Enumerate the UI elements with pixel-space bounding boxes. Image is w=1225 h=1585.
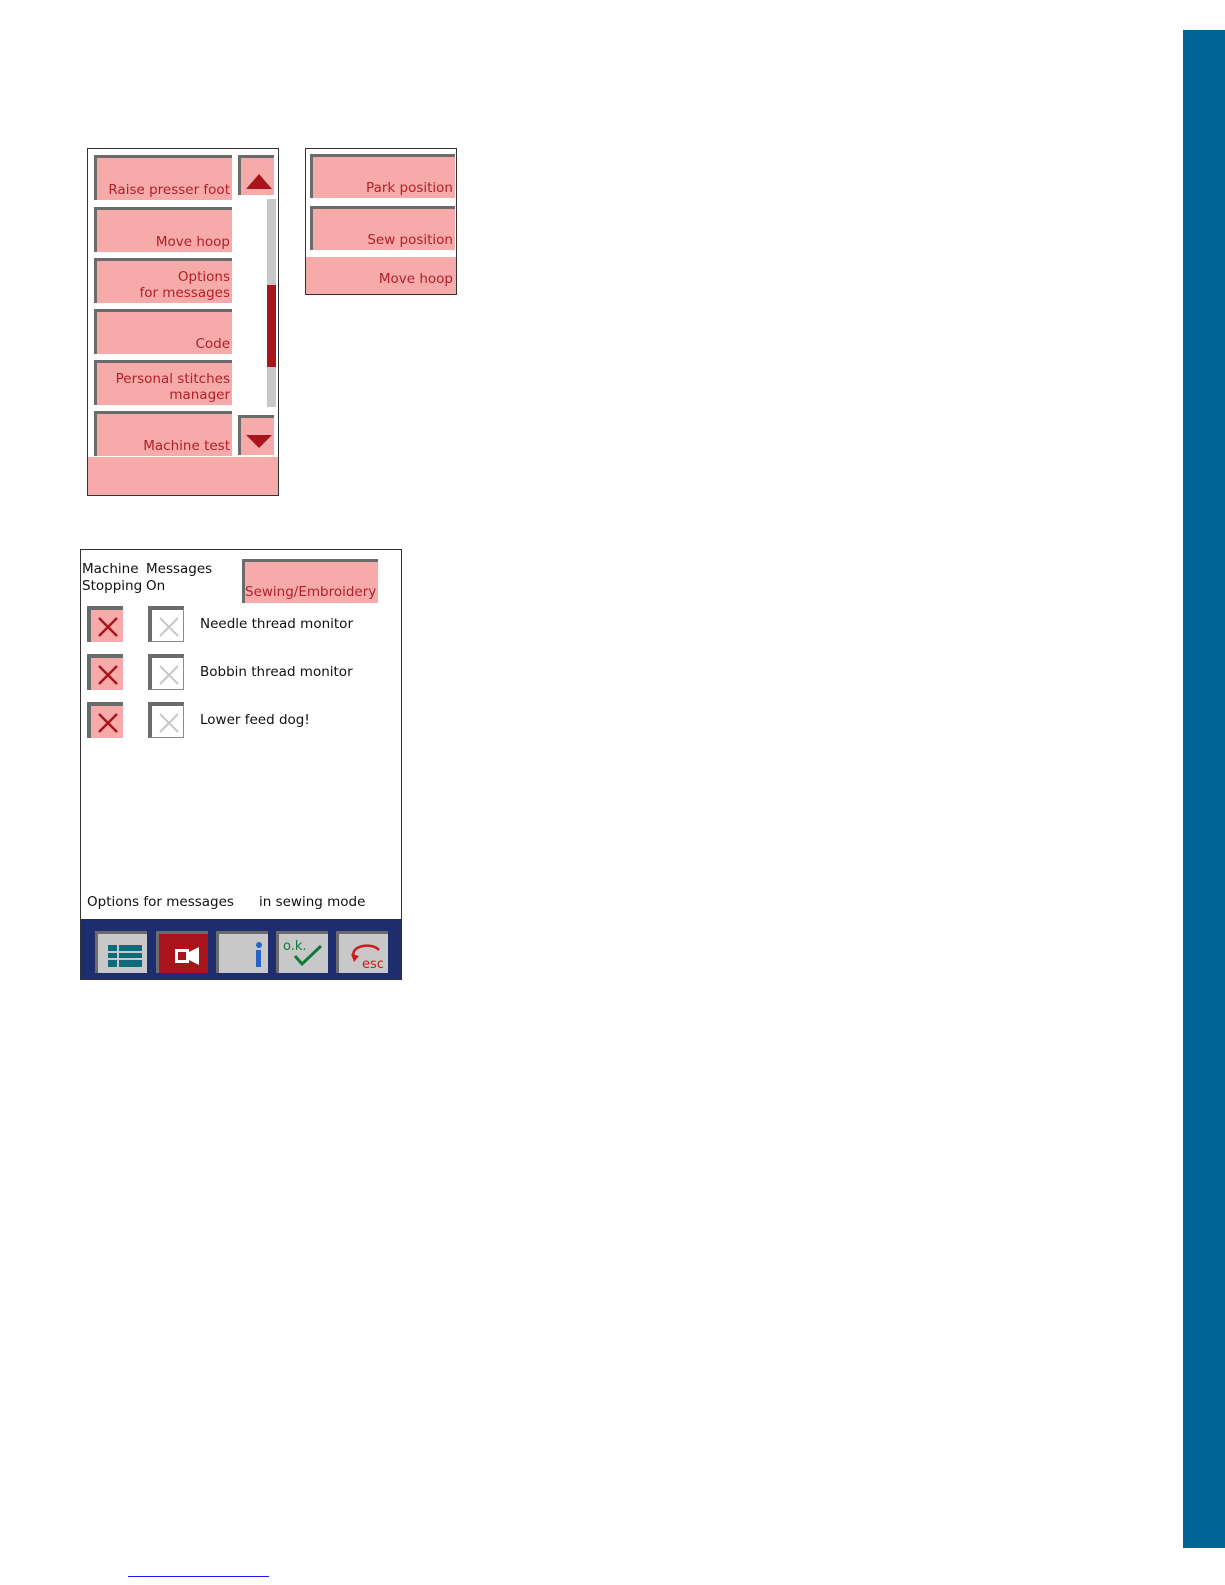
info-button[interactable] [216,931,268,973]
cross-icon [156,710,182,736]
stopping-checkbox-bobbin[interactable] [87,654,123,690]
lower-feed-dog-label: Lower feed dog! [200,712,310,728]
messages-checkbox-needle[interactable] [148,606,184,642]
raise-presser-foot-button[interactable]: Raise presser foot [94,155,232,200]
messages-checkbox-feed-dog[interactable] [148,702,184,738]
info-icon [221,936,265,970]
list-icon [100,936,144,970]
personal-stitches-manager-button[interactable]: Personal stitches manager [94,360,232,405]
sew-position-button[interactable]: Sew position [310,206,455,250]
machine-test-button[interactable]: Machine test [94,411,232,456]
footer-title-left: Options for messages [87,894,234,910]
camera-button[interactable] [156,931,208,973]
cross-icon [95,710,121,736]
cross-icon [156,662,182,688]
triangle-down-icon [244,426,274,450]
scroll-down-button[interactable] [238,415,274,455]
scrollbar[interactable] [267,199,276,407]
move-hoop-title: Move hoop [306,257,456,294]
scrollbar-thumb[interactable] [267,285,276,367]
options-for-messages-panel: Machine Stopping Messages On Sewing/Embr… [80,549,402,980]
cross-icon [156,614,182,640]
park-position-button[interactable]: Park position [310,154,455,198]
svg-text:esc: esc [362,957,384,970]
svg-text:o.k.: o.k. [283,939,307,954]
camera-icon [161,936,205,970]
cross-icon [95,662,121,688]
esc-icon: esc [341,936,385,970]
options-for-messages-button[interactable]: Options for messages [94,258,232,303]
stopping-checkbox-needle[interactable] [87,606,123,642]
needle-thread-monitor-label: Needle thread monitor [200,616,353,632]
hoop-position-panel: Park position Sew position Move hoop [305,148,457,295]
sewing-embroidery-button[interactable]: Sewing/Embroidery [242,559,378,603]
code-button[interactable]: Code [94,309,232,354]
menu-bottom-strip [88,457,278,495]
bottom-toolbar: o.k. esc [81,919,401,979]
esc-button[interactable]: esc [336,931,388,973]
footer-rule [128,1576,269,1577]
list-button[interactable] [95,931,147,973]
bobbin-thread-monitor-label: Bobbin thread monitor [200,664,353,680]
messages-on-header: Messages On [146,561,212,595]
ok-button[interactable]: o.k. [276,931,328,973]
cross-icon [95,614,121,640]
messages-checkbox-bobbin[interactable] [148,654,184,690]
stopping-checkbox-feed-dog[interactable] [87,702,123,738]
triangle-up-icon [244,166,274,190]
ok-check-icon: o.k. [281,936,325,970]
machine-stopping-header: Machine Stopping [82,561,142,595]
section-edge-tab [1183,30,1225,1548]
footer-title-right: in sewing mode [259,894,365,910]
move-hoop-button[interactable]: Move hoop [94,207,232,252]
menu-panel: Raise presser foot Move hoop Options for… [87,148,279,496]
scroll-up-button[interactable] [238,155,274,195]
